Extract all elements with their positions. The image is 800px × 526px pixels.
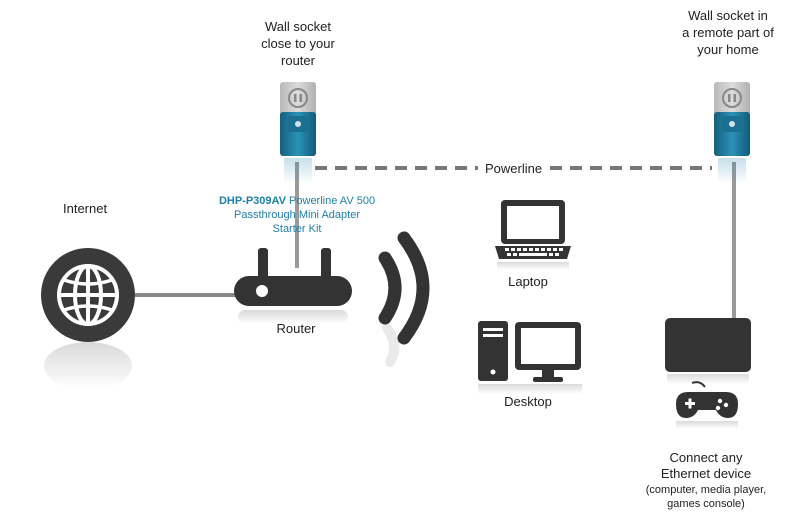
router-label: Router [276,321,316,336]
connection-lines [135,162,736,318]
product-line-3: Starter Kit [273,223,322,235]
product-label: DHP-P309AV Powerline AV 500 Passthrough … [219,195,375,235]
socket-left-line-2: close to your [261,36,335,51]
desktop-node: Desktop [478,321,582,409]
desktop-label: Desktop [504,394,552,409]
powerline-adapter-icon [280,82,316,184]
powerline-label: Powerline [485,161,542,176]
internet-label: Internet [63,201,107,216]
connect-line-2: Ethernet device [661,466,751,481]
internet-node: Internet [41,201,135,390]
socket-left-line-3: router [281,53,316,68]
powerline-adapter-right: Wall socket in a remote part of your hom… [682,8,774,184]
wifi-waves-icon [378,231,430,367]
product-line-1-rest: Powerline AV 500 [286,195,375,207]
ethernet-device-node: Connect any Ethernet device (computer, m… [646,318,766,510]
router-node: Router [234,248,352,336]
product-model: DHP-P309AV [219,195,287,207]
product-line-1: DHP-P309AV Powerline AV 500 [219,195,375,207]
gamepad-icon [676,381,738,429]
laptop-label: Laptop [508,274,548,289]
router-icon [234,248,352,324]
socket-right-line-2: a remote part of [682,25,774,40]
connect-line-1: Connect any [670,450,743,465]
socket-left-line-1: Wall socket [265,19,331,34]
connect-note-line-1: (computer, media player, [646,484,766,496]
socket-right-line-3: your home [697,42,758,57]
powerline-adapter-left: Wall socket close to your router [261,19,336,184]
globe-icon [41,248,135,390]
powerline-adapter-icon [714,82,750,184]
connect-note-line-2: games console) [667,498,745,510]
laptop-icon [495,200,571,270]
product-line-2: Passthrough Mini Adapter [234,209,360,221]
laptop-node: Laptop [495,200,571,289]
monitor-icon [665,318,751,384]
socket-right-line-1: Wall socket in [688,8,768,23]
desktop-icon [478,321,582,394]
